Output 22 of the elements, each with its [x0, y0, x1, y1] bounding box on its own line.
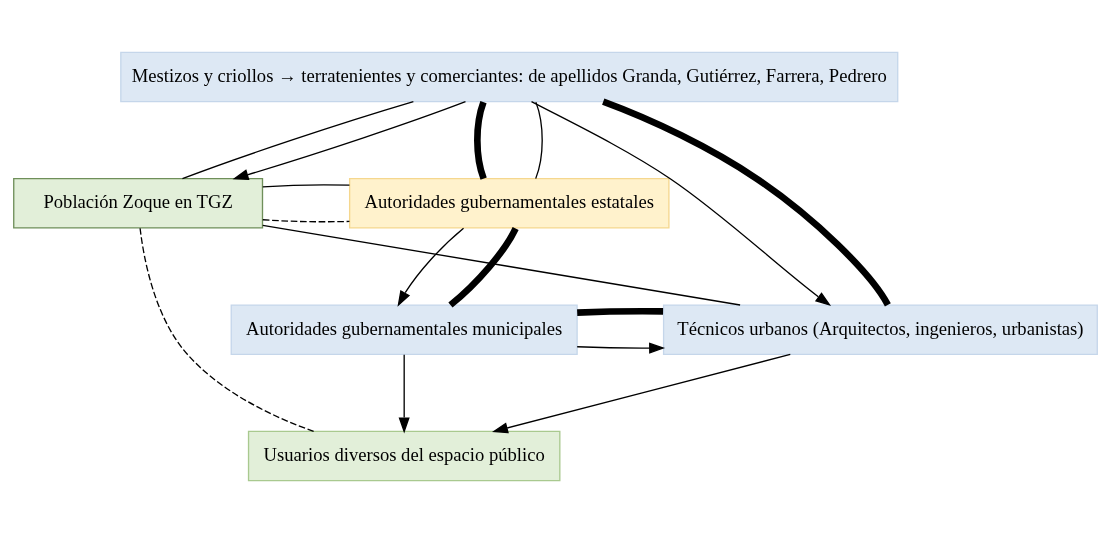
arrow	[398, 354, 410, 434]
node-box: Mestizos y criollos → terratenientes y comerciantes: de apellidos Granda, Gutiérrez, Farrera, Pedrero	[120, 51, 899, 103]
connector	[577, 307, 664, 316]
connector	[262, 184, 351, 188]
connector	[181, 101, 415, 180]
connector	[139, 227, 315, 432]
connector	[474, 101, 487, 180]
connector	[602, 98, 891, 307]
connector	[535, 101, 543, 180]
node-box: Autoridades gubernamentales estatales	[348, 178, 670, 229]
connector	[262, 224, 741, 306]
connector	[448, 227, 519, 308]
node-box: Autoridades gubernamentales municipales	[230, 304, 578, 355]
node-box: Técnicos urbanos (Arquitectos, ingenieros, urbanistas)	[662, 304, 1098, 355]
arrow	[492, 353, 791, 434]
arrow	[397, 227, 465, 307]
arrow	[530, 101, 832, 307]
arrow	[576, 342, 666, 354]
node-box: Población Zoque en TGZ	[13, 178, 264, 229]
connector	[262, 219, 351, 223]
arrow	[232, 101, 467, 181]
node-box: Usuarios diversos del espacio público	[247, 430, 561, 482]
